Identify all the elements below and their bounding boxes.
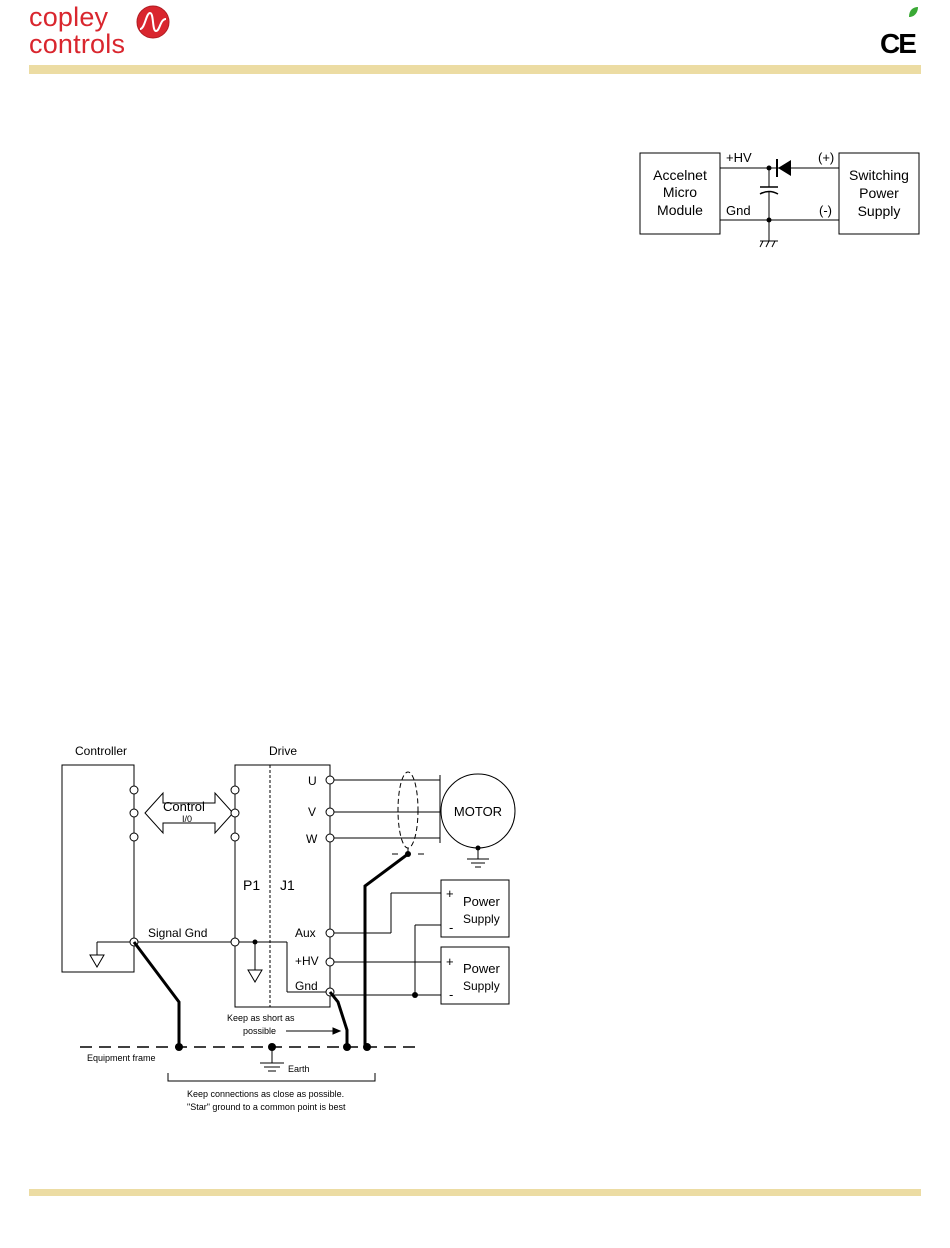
power-supply-1-box — [440, 879, 510, 938]
cable-shield — [397, 771, 419, 849]
capacitor-symbol — [759, 168, 779, 220]
leaf-icon — [909, 7, 918, 17]
w-label: W — [306, 832, 318, 846]
supply-label-3: Supply — [858, 203, 901, 219]
short-note-2: possible — [243, 1026, 276, 1036]
motor-ground-icon — [467, 858, 489, 868]
p1-label: P1 — [243, 877, 260, 893]
gnd-terminal-label: Gnd — [295, 979, 318, 993]
controller-signal-ground-icon — [89, 941, 130, 968]
ps2-label-2: Supply — [463, 979, 500, 993]
copley-logo-icon — [136, 5, 170, 39]
plus-label: (+) — [818, 150, 834, 165]
drive-signal-ground-icon — [247, 942, 263, 983]
control-label: Control — [163, 799, 205, 814]
io-label: I/0 — [182, 814, 192, 824]
header-rule — [29, 65, 921, 74]
diode-symbol — [776, 159, 791, 177]
module-label-1: Accelnet — [653, 167, 707, 183]
supply-label-1: Switching — [849, 167, 909, 183]
hv-terminal-label: +HV — [295, 954, 319, 968]
footer-rule — [29, 1189, 921, 1196]
signal-gnd-label: Signal Gnd — [148, 926, 207, 940]
drive-label: Drive — [269, 744, 297, 758]
module-box — [639, 152, 721, 235]
chassis-ground-symbol — [759, 220, 778, 248]
short-note-arrow — [286, 1027, 342, 1035]
supply-label-2: Power — [859, 185, 899, 201]
aux-label: Aux — [295, 926, 316, 940]
earth-label: Earth — [288, 1064, 310, 1074]
controller-frame-ground-wire — [132, 941, 181, 1047]
grounding-diagram: Controller Control I/0 Drive P1 J1 U V W… — [61, 744, 516, 1112]
ps1-label-1: Power — [463, 894, 501, 909]
short-note-1: Keep as short as — [227, 1013, 295, 1023]
u-label: U — [308, 774, 317, 788]
drive-p1-pins — [230, 785, 240, 842]
j1-motor-pins — [325, 775, 335, 843]
hv-label: +HV — [726, 150, 752, 165]
ps1-plus: + — [446, 886, 454, 901]
power-supply-diagram: Accelnet Micro Module Switching Power Su… — [639, 150, 920, 248]
logo-word-copley: copley — [29, 2, 109, 32]
controller-box — [61, 764, 135, 973]
drive-box — [234, 764, 331, 1008]
star-note-1: Keep connections as close as possible. — [187, 1089, 344, 1099]
earth-ground-icon — [260, 1047, 284, 1072]
j1-label: J1 — [280, 877, 295, 893]
star-ground-brace — [167, 1073, 376, 1082]
gnd-label: Gnd — [726, 203, 751, 218]
minus-label: (-) — [819, 203, 832, 218]
drive-gnd-earth-wire — [328, 991, 349, 1047]
ce-mark: CE — [880, 28, 917, 59]
controller-label: Controller — [75, 744, 127, 758]
motor-label: MOTOR — [454, 804, 502, 819]
ps1-minus: - — [449, 920, 453, 935]
v-label: V — [308, 805, 316, 819]
equipment-frame-label: Equipment frame — [87, 1053, 156, 1063]
module-label-2: Micro — [663, 184, 697, 200]
company-logo-text: copley controls — [29, 4, 125, 58]
supply-box — [838, 152, 920, 235]
power-supply-2-box — [440, 946, 510, 1005]
controller-io-pins — [129, 785, 139, 842]
ps2-minus: - — [449, 987, 453, 1002]
ps2-plus: + — [446, 954, 454, 969]
star-note-2: "Star" ground to a common point is best — [187, 1102, 346, 1112]
ps1-label-2: Supply — [463, 912, 500, 926]
logo-word-controls: controls — [29, 29, 126, 59]
ps2-label-1: Power — [463, 961, 501, 976]
shield-earth-wire — [363, 852, 409, 1047]
module-label-3: Module — [657, 202, 703, 218]
